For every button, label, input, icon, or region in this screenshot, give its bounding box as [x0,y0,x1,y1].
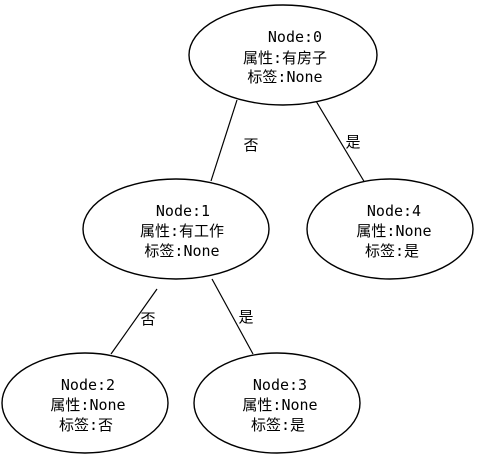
node-2-ellipse [1,352,169,454]
node-4-attribute: 属性:None [356,222,431,240]
tree-node-3: Node:3 属性:None 标签:是 [193,352,361,454]
node-0-title: Node:0 [268,28,322,46]
node-3-label: 标签:是 [251,416,305,434]
edge-label-0-1: 否 [243,136,258,154]
node-2-title: Node:2 [61,376,115,394]
node-1-attribute: 属性:有工作 [140,222,224,240]
edge-1-2 [110,288,158,355]
node-4-title: Node:4 [367,202,421,220]
node-1-title: Node:1 [156,202,210,220]
node-4-ellipse [306,178,474,280]
node-4-label: 标签:是 [365,242,419,260]
node-1-ellipse [82,178,270,280]
node-0-ellipse [188,4,378,106]
node-2-label: 标签:否 [59,416,113,434]
tree-node-2: Node:2 属性:None 标签:否 [1,352,169,454]
node-3-ellipse [193,352,361,454]
node-3-title: Node:3 [253,376,307,394]
node-3-attribute: 属性:None [242,396,317,414]
node-1-label: 标签:None [144,242,219,260]
tree-node-1: Node:1 属性:有工作 标签:None [82,178,270,280]
edge-label-1-3: 是 [238,308,253,326]
edge-label-1-2: 否 [140,310,155,328]
node-0-label: 标签:None [247,68,322,86]
node-0-attribute: 属性:有房子 [243,49,327,67]
edge-0-1 [210,99,238,182]
tree-node-0: Node:0 属性:有房子 标签:None [188,4,378,106]
edge-0-4 [315,100,366,184]
edge-label-0-4: 是 [345,133,360,151]
tree-node-4: Node:4 属性:None 标签:是 [306,178,474,280]
node-2-attribute: 属性:None [50,396,125,414]
edge-1-3 [211,278,254,355]
